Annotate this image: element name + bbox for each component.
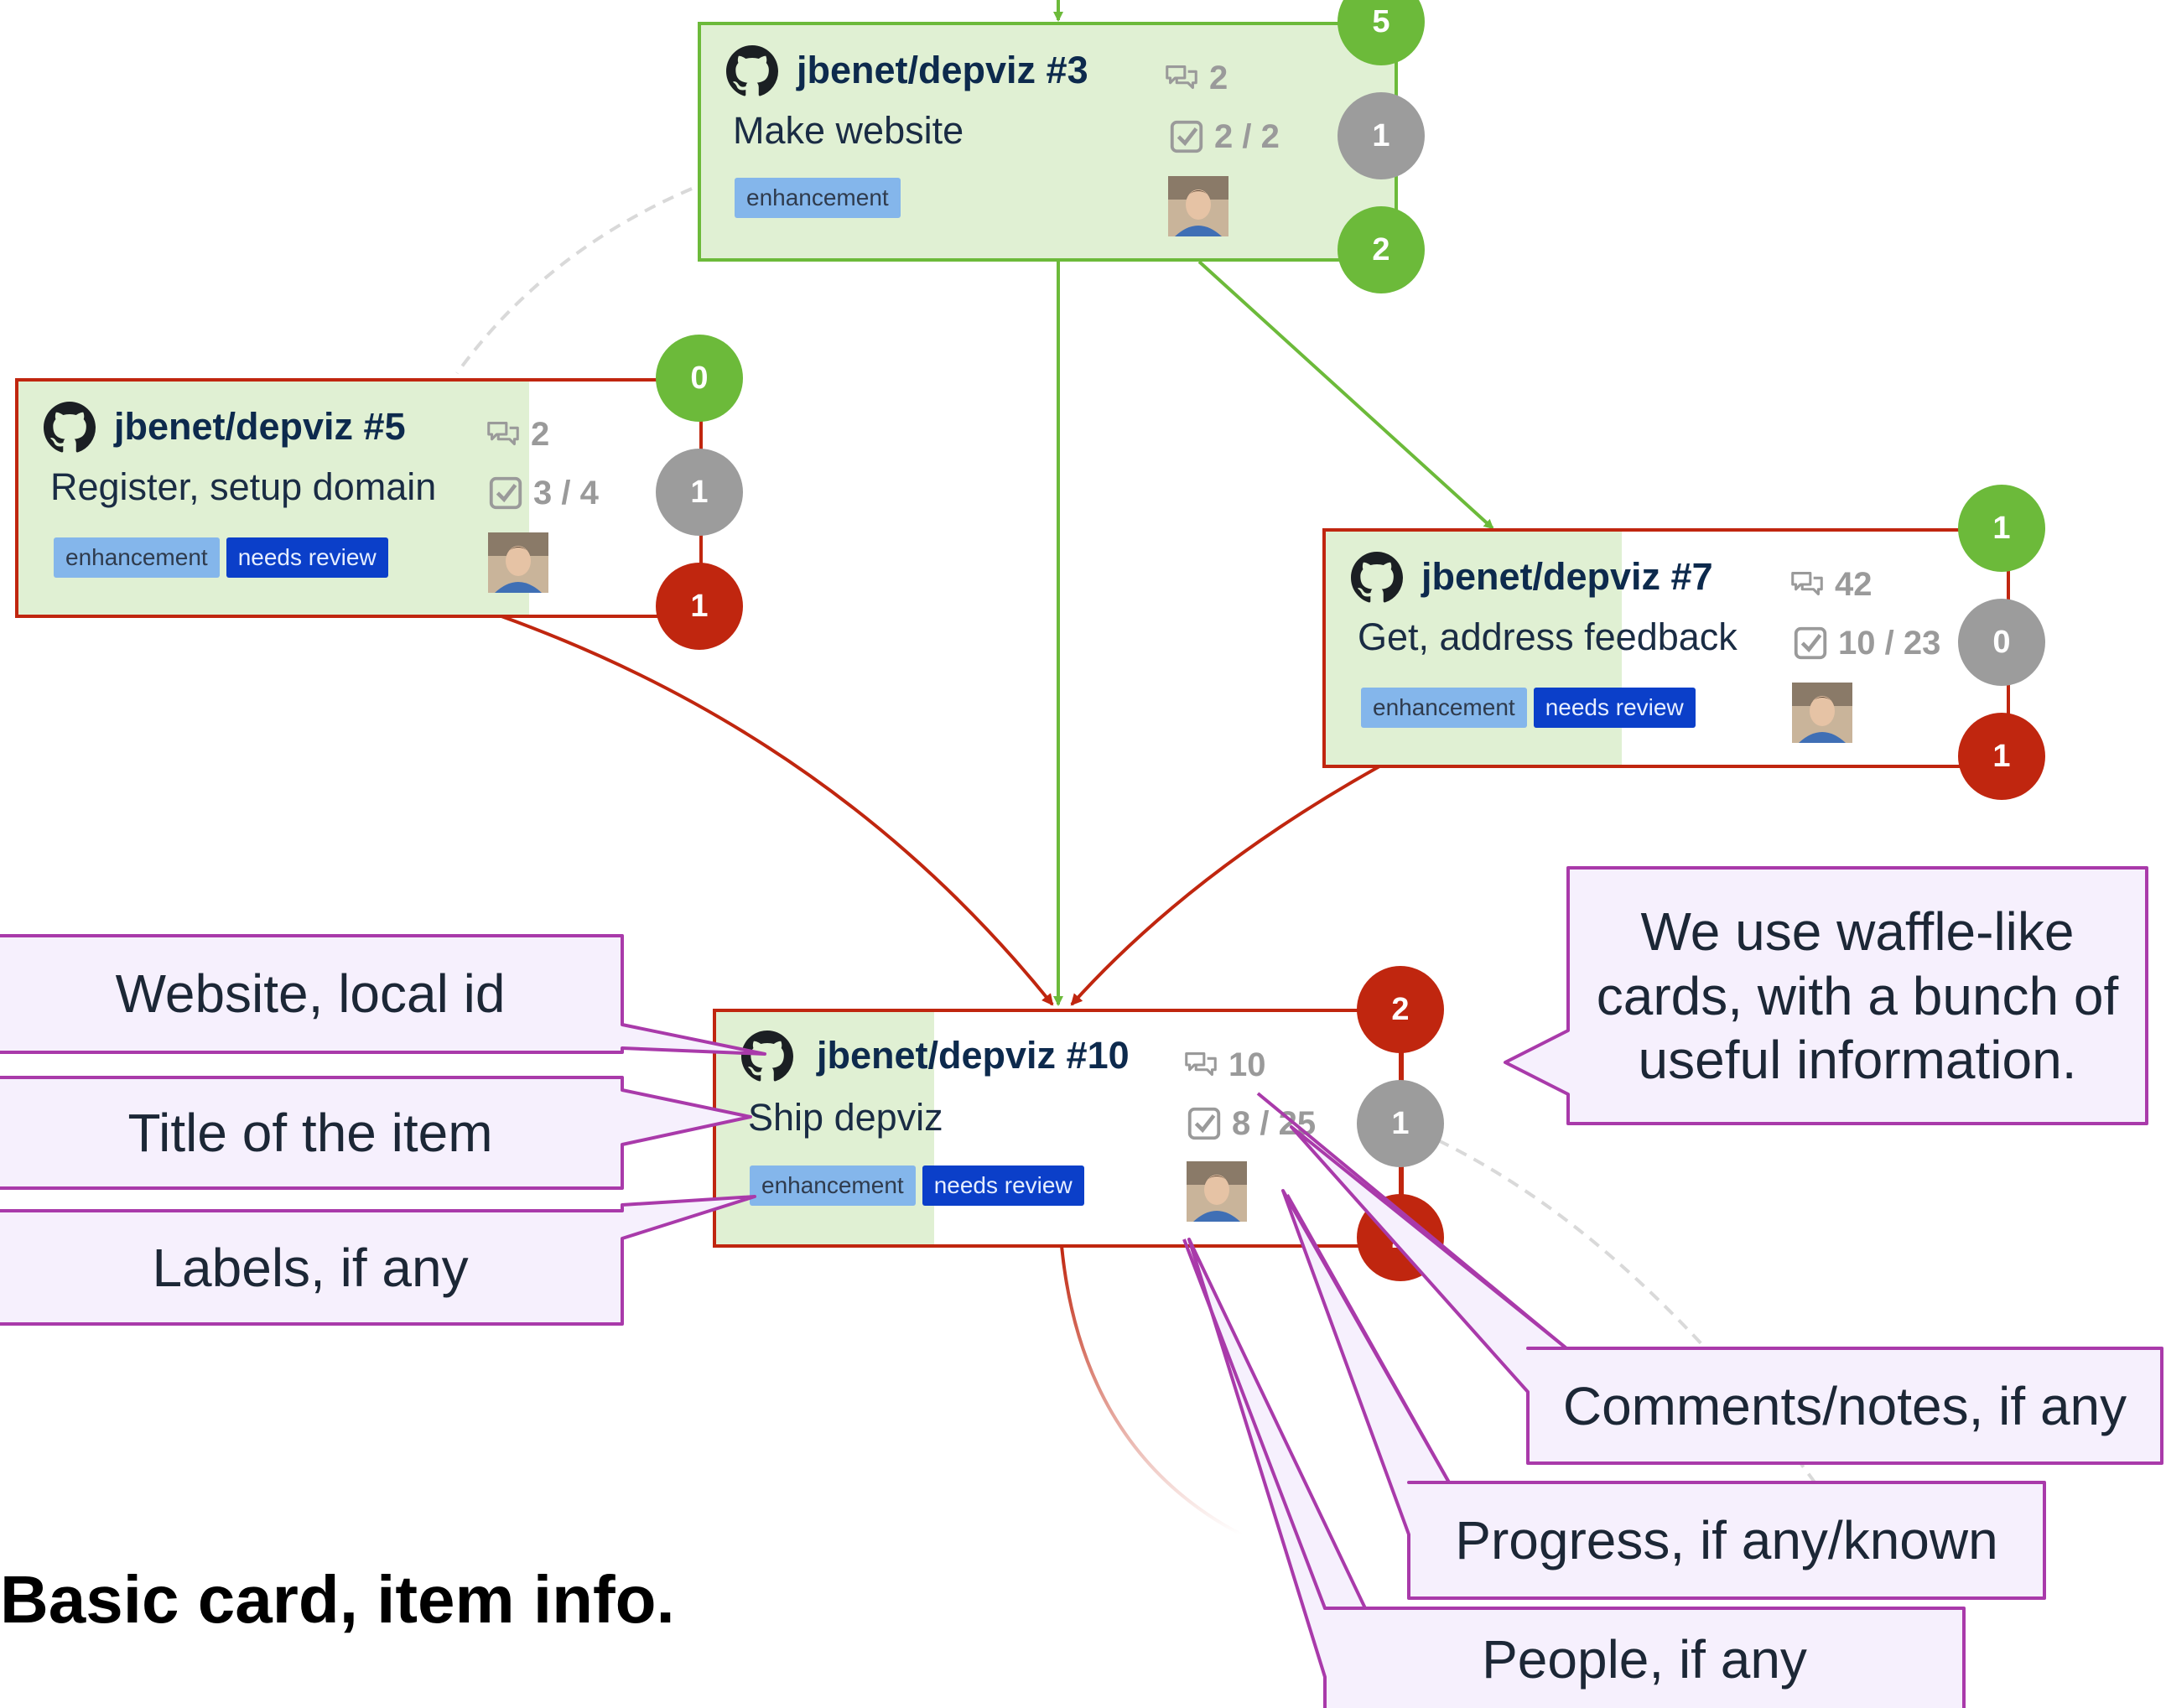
comment-icon (1791, 572, 1823, 596)
label-needs-review[interactable]: needs review (226, 537, 388, 578)
card-labels: enhancement needs review (54, 537, 388, 578)
comment-count-value: 2 (531, 415, 550, 453)
card-title: Get, address feedback (1358, 615, 1737, 658)
callout-comments: Comments/notes, if any (1562, 1376, 2127, 1436)
callout-progress: Progress, if any/known (1455, 1510, 1998, 1570)
label-enhancement[interactable]: enhancement (1361, 688, 1527, 728)
count-circle-bottom: 2 (1357, 1194, 1444, 1281)
progress-indicator: 2 / 2 (1167, 117, 1280, 156)
edge-card10-curve (1060, 1245, 1242, 1536)
count-circle-top: 0 (656, 335, 743, 422)
comment-count: 42 (1788, 565, 1873, 604)
card-repo-id[interactable]: jbenet/depviz #7 (1421, 555, 1713, 598)
label-needs-review[interactable]: needs review (922, 1165, 1084, 1206)
card-labels: enhancement needs review (1361, 688, 1696, 728)
count-circle-bottom: 1 (1958, 713, 2045, 800)
card-depviz-5[interactable]: jbenet/depviz #5 Register, setup domain … (15, 378, 703, 618)
github-icon (44, 402, 96, 453)
label-enhancement[interactable]: enhancement (54, 537, 220, 578)
edge-card5-to-card10 (501, 615, 1054, 1006)
callout-website: Website, local id (115, 963, 506, 1024)
count-circle-middle: 1 (656, 449, 743, 536)
progress-text: 3 / 4 (533, 474, 599, 511)
page-heading: Basic card, item info. (0, 1562, 675, 1637)
checkbox-icon (489, 476, 522, 510)
card-title: Register, setup domain (50, 465, 437, 508)
progress-text: 8 / 25 (1232, 1104, 1317, 1142)
count-circle-middle: 1 (1338, 92, 1425, 179)
avatar[interactable] (488, 532, 548, 593)
comment-count: 10 (1182, 1046, 1266, 1084)
comment-count-value: 42 (1835, 565, 1873, 603)
count-circle-middle: 1 (1357, 1080, 1444, 1167)
callout-labels: Labels, if any (152, 1238, 469, 1298)
avatar[interactable] (1792, 683, 1852, 743)
progress-text: 2 / 2 (1214, 117, 1280, 155)
comment-count-value: 10 (1228, 1046, 1266, 1083)
count-circle-bottom: 1 (656, 563, 743, 650)
count-circle-top: 2 (1357, 966, 1444, 1053)
callout-summary: We use waffle-like cards, with a bunch o… (1596, 901, 2119, 1091)
card-title: Ship depviz (748, 1096, 943, 1139)
comment-icon (487, 422, 519, 446)
card-depviz-10[interactable]: jbenet/depviz #10 Ship depviz enhancemen… (713, 1009, 1402, 1248)
checkbox-icon (1170, 120, 1203, 153)
edge-card3-to-card7 (1197, 260, 1494, 530)
count-circle-bottom: 2 (1338, 206, 1425, 293)
dashed-link-left (455, 187, 693, 375)
progress-indicator: 3 / 4 (486, 474, 599, 512)
card-repo-id[interactable]: jbenet/depviz #3 (797, 49, 1088, 91)
card-repo-id[interactable]: jbenet/depviz #5 (114, 405, 406, 448)
avatar[interactable] (1187, 1161, 1247, 1222)
count-circle-middle: 0 (1958, 599, 2045, 686)
card-labels: enhancement (735, 178, 901, 218)
comment-count: 2 (484, 415, 549, 454)
comment-icon (1185, 1052, 1217, 1077)
edge-card7-to-card10 (1070, 765, 1380, 1006)
count-circle-top: 1 (1958, 485, 2045, 572)
checkbox-icon (1794, 626, 1827, 660)
label-enhancement[interactable]: enhancement (750, 1165, 916, 1206)
callout-people: People, if any (1482, 1629, 1807, 1690)
github-icon (726, 45, 778, 96)
callout-title: Title of the item (127, 1103, 493, 1163)
label-enhancement[interactable]: enhancement (735, 178, 901, 218)
card-depviz-3[interactable]: jbenet/depviz #3 Make website enhancemen… (698, 22, 1398, 262)
comment-count-value: 2 (1209, 59, 1228, 96)
progress-fill (701, 25, 1395, 258)
github-icon (1351, 552, 1403, 603)
label-needs-review[interactable]: needs review (1533, 688, 1696, 728)
comment-icon (1166, 65, 1197, 90)
card-title: Make website (733, 109, 964, 152)
comment-count: 2 (1162, 59, 1228, 97)
card-labels: enhancement needs review (750, 1165, 1084, 1206)
progress-text: 10 / 23 (1838, 624, 1941, 662)
avatar[interactable] (1168, 176, 1228, 236)
checkbox-icon (1187, 1107, 1221, 1140)
progress-indicator: 10 / 23 (1791, 624, 1940, 662)
github-icon (741, 1031, 793, 1082)
card-repo-id[interactable]: jbenet/depviz #10 (817, 1034, 1130, 1077)
card-depviz-7[interactable]: jbenet/depviz #7 Get, address feedback e… (1322, 528, 2010, 768)
progress-indicator: 8 / 25 (1185, 1104, 1316, 1143)
